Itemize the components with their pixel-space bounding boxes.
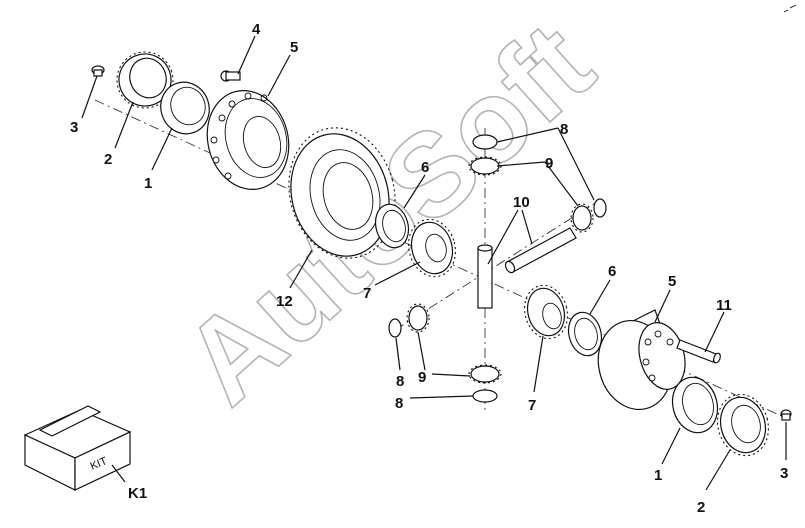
callout-9-top: 9: [545, 155, 553, 172]
side-gear-right: [523, 284, 569, 340]
corner-mark: [783, 4, 797, 13]
callout-10: 10: [513, 194, 530, 211]
side-gear-left: [408, 218, 456, 278]
case-bolt: [220, 70, 241, 82]
callout-k1: K1: [128, 485, 147, 502]
pinion-gear-left-lower: [406, 303, 430, 333]
kit-box-icon: KIT: [23, 405, 132, 491]
thrust-washer-left: [374, 203, 410, 249]
pinion-washer-top: [472, 134, 498, 150]
thrust-washer-right: [567, 311, 603, 357]
pinion-washer-bottom: [472, 389, 498, 403]
bolt-right: [780, 409, 792, 421]
pinion-gear-right-upper: [570, 203, 594, 233]
case-bolt-right: [676, 339, 721, 364]
bolt-left: [91, 65, 105, 77]
callout-8-bottom-left: 8: [396, 373, 404, 390]
axis-cross: [394, 199, 601, 331]
case-half-left: [206, 90, 290, 190]
callout-12: 12: [276, 293, 293, 310]
adjusting-ring-left: [116, 51, 174, 109]
cross-shaft: [504, 227, 577, 274]
callout-1-left: 1: [144, 175, 152, 192]
callout-5-right: 5: [668, 273, 676, 290]
bearing-cup-right: [671, 376, 719, 434]
pinion-washer-right-upper: [593, 198, 607, 218]
callout-9-bottom-left: 9: [418, 369, 426, 386]
callout-4: 4: [252, 21, 261, 38]
adjusting-ring-right: [717, 393, 769, 457]
pinion-washer-left-lower: [388, 318, 402, 338]
bearing-cup-left: [160, 81, 210, 135]
callout-7-left: 7: [363, 285, 371, 302]
callout-1-right: 1: [654, 467, 662, 484]
callout-6-top: 6: [421, 159, 429, 176]
case-half-right: [597, 309, 686, 411]
callout-2-left: 2: [104, 151, 112, 168]
callout-5-top: 5: [290, 39, 298, 56]
callout-11: 11: [716, 297, 732, 314]
callout-8-top: 8: [560, 121, 568, 138]
callout-3-left: 3: [70, 119, 78, 136]
pinion-gear-bottom: [468, 364, 502, 384]
callout-6-right: 6: [608, 263, 616, 280]
vertical-pin: [477, 244, 493, 309]
leader-lines: [81, 35, 787, 491]
ring-gear: [288, 127, 396, 259]
callout-8-bottom: 8: [395, 395, 403, 412]
callout-7-bottom: 7: [528, 397, 536, 414]
callout-2-right: 2: [697, 499, 705, 516]
callout-3-right: 3: [780, 465, 788, 482]
